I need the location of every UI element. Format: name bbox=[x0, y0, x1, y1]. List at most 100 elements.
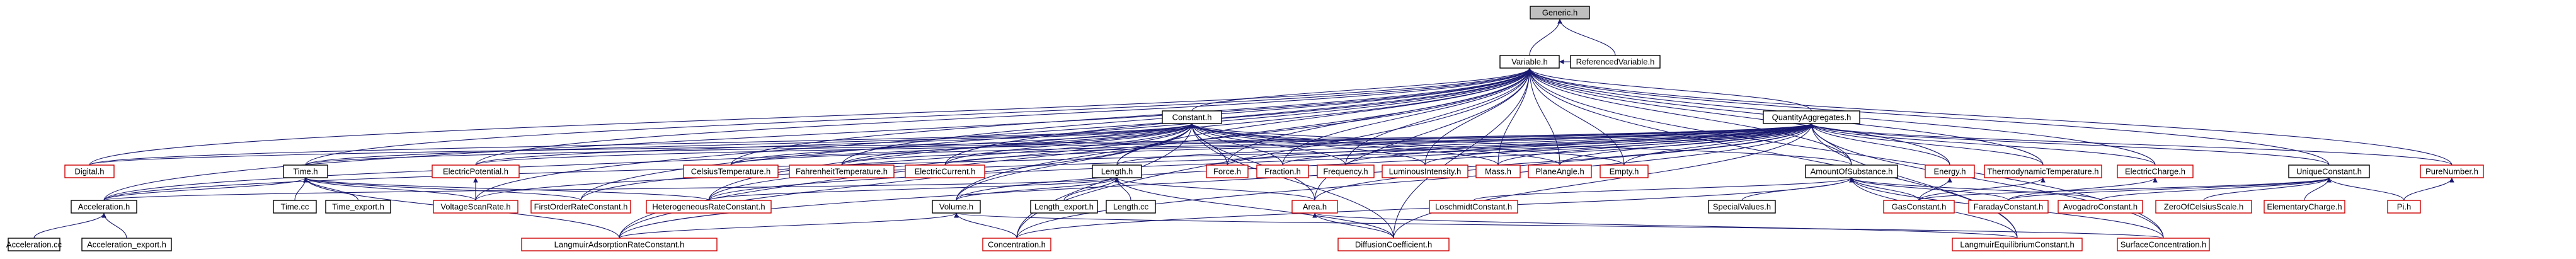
edge-celsius-to-qagg bbox=[730, 123, 1814, 166]
node-length-export-h[interactable]: Length_export.h bbox=[1030, 200, 1098, 214]
node-length-h[interactable]: Length.h bbox=[1092, 164, 1142, 178]
node-box bbox=[2264, 200, 2345, 214]
node-faradayconstant-h[interactable]: FaradayConstant.h bbox=[1968, 200, 2049, 214]
edge-pi-to-unique bbox=[2327, 177, 2405, 201]
node-acceleration-h[interactable]: Acceleration.h bbox=[71, 200, 137, 214]
edge-amount-to-variable bbox=[1527, 67, 1852, 166]
node-fahrenheittemperature-h[interactable]: FahrenheitTemperature.h bbox=[789, 164, 895, 178]
edge-area-to-length bbox=[1114, 177, 1315, 201]
node-langmuiradsorptionrateconstant-h[interactable]: LangmuirAdsorptionRateConstant.h bbox=[521, 238, 718, 251]
node-digital-h[interactable]: Digital.h bbox=[64, 164, 115, 178]
node-time-export-h[interactable]: Time_export.h bbox=[325, 200, 391, 214]
node-elementarycharge-h[interactable]: ElementaryCharge.h bbox=[2264, 200, 2345, 214]
node-label: DiffusionCoefficient.h bbox=[1355, 239, 1432, 249]
node-box bbox=[2155, 200, 2252, 214]
node-variable-h[interactable]: Variable.h bbox=[1499, 55, 1560, 69]
node-amountofsubstance-h[interactable]: AmountOfSubstance.h bbox=[1805, 164, 1898, 178]
node-box bbox=[646, 200, 772, 214]
edge-firstorder-to-constant bbox=[580, 123, 1194, 201]
node-pi-h[interactable]: Pi.h bbox=[2387, 200, 2421, 214]
edge-vscan-to-qagg bbox=[475, 123, 1814, 201]
node-box bbox=[982, 238, 1051, 251]
node-label: Variable.h bbox=[1511, 57, 1548, 66]
node-langmuirequilibriumconstant-h[interactable]: LangmuirEquilibriumConstant.h bbox=[1952, 238, 2083, 251]
edge-mass-to-constant bbox=[1189, 123, 1499, 166]
edge-surfconc-to-volume bbox=[954, 212, 2164, 239]
node-label: Acceleration.cc bbox=[6, 239, 62, 249]
node-box bbox=[683, 164, 779, 178]
node-firstorderrateconstant-h[interactable]: FirstOrderRateConstant.h bbox=[530, 200, 631, 214]
edge-time-to-constant bbox=[305, 123, 1194, 166]
node-length-cc[interactable]: Length.cc bbox=[1106, 200, 1156, 214]
node-box bbox=[1805, 164, 1898, 178]
node-acceleration-export-h[interactable]: Acceleration_export.h bbox=[81, 238, 172, 251]
edge-ecurrent-to-constant bbox=[944, 123, 1194, 166]
node-area-h[interactable]: Area.h bbox=[1291, 200, 1338, 214]
node-surfaceconcentration-h[interactable]: SurfaceConcentration.h bbox=[2117, 238, 2210, 251]
node-diffusioncoefficient-h[interactable]: DiffusionCoefficient.h bbox=[1337, 238, 1450, 251]
node-electriccharge-h[interactable]: ElectricCharge.h bbox=[2117, 164, 2194, 178]
node-time-h[interactable]: Time.h bbox=[283, 164, 328, 178]
node-box bbox=[1206, 164, 1249, 178]
node-box bbox=[1256, 164, 1309, 178]
edge-diffusion-to-length bbox=[1114, 177, 1394, 239]
edge-zerocelsius-to-unique bbox=[2203, 177, 2332, 201]
node-electriccurrent-h[interactable]: ElectricCurrent.h bbox=[905, 164, 985, 178]
node-energy-h[interactable]: Energy.h bbox=[1925, 164, 1975, 178]
node-quantityaggregates-h[interactable]: QuantityAggregates.h bbox=[1763, 110, 1860, 124]
edge-vscan-to-time bbox=[303, 177, 476, 201]
node-label: Force.h bbox=[1213, 166, 1241, 176]
node-electricpotential-h[interactable]: ElectricPotential.h bbox=[432, 164, 520, 178]
node-loschmidtconstant-h[interactable]: LoschmidtConstant.h bbox=[1429, 200, 1518, 214]
edge-frequency-to-constant bbox=[1189, 123, 1346, 166]
node-label: Concentration.h bbox=[988, 239, 1046, 249]
edge-amount-to-constant bbox=[1189, 123, 1852, 166]
node-concentration-h[interactable]: Concentration.h bbox=[982, 238, 1051, 251]
edge-purenum-to-qagg bbox=[1809, 123, 2453, 166]
node-luminousintensity-h[interactable]: LuminousIntensity.h bbox=[1382, 164, 1468, 178]
edge-surfconc-to-qagg bbox=[1809, 123, 2164, 239]
node-voltagescanrate-h[interactable]: VoltageScanRate.h bbox=[433, 200, 518, 214]
edge-accel-to-variable bbox=[103, 67, 1532, 201]
edge-area-to-constant bbox=[1189, 123, 1315, 201]
node-time-cc[interactable]: Time.cc bbox=[273, 200, 317, 214]
node-label: ThermodynamicTemperature.h bbox=[1987, 166, 2098, 176]
node-avogadroconstant-h[interactable]: AvogadroConstant.h bbox=[2058, 200, 2143, 214]
node-fraction-h[interactable]: Fraction.h bbox=[1256, 164, 1309, 178]
node-volume-h[interactable]: Volume.h bbox=[932, 200, 981, 214]
edge-energy-to-variable bbox=[1527, 67, 1950, 166]
node-mass-h[interactable]: Mass.h bbox=[1475, 164, 1521, 178]
node-acceleration-cc[interactable]: Acceleration.cc bbox=[6, 238, 62, 251]
node-label: FirstOrderRateConstant.h bbox=[534, 202, 628, 211]
node-box bbox=[71, 200, 137, 214]
node-celsiustemperature-h[interactable]: CelsiusTemperature.h bbox=[683, 164, 779, 178]
node-thermodynamictemperature-h[interactable]: ThermodynamicTemperature.h bbox=[1984, 164, 2102, 178]
node-empty-h[interactable]: Empty.h bbox=[1600, 164, 1649, 178]
node-box bbox=[1337, 238, 1450, 251]
edge-accel-to-qagg bbox=[103, 123, 1814, 201]
node-planeangle-h[interactable]: PlaneAngle.h bbox=[1528, 164, 1592, 178]
node-heterogeneousrateconstant-h[interactable]: HeterogeneousRateConstant.h bbox=[646, 200, 772, 214]
node-specialvalues-h[interactable]: SpecialValues.h bbox=[1708, 200, 1776, 214]
edge-empty-to-constant bbox=[1189, 123, 1625, 166]
edge-langeq-to-qagg bbox=[1809, 123, 2018, 239]
node-frequency-h[interactable]: Frequency.h bbox=[1317, 164, 1375, 178]
node-box bbox=[1475, 164, 1521, 178]
node-generic-h[interactable]: Generic.h bbox=[1530, 6, 1590, 20]
edge-mass-to-variable bbox=[1497, 67, 1532, 166]
node-uniqueconstant-h[interactable]: UniqueConstant.h bbox=[2288, 164, 2370, 178]
edge-faraday-to-amount bbox=[1849, 177, 2009, 201]
node-referencedvariable-h[interactable]: ReferencedVariable.h bbox=[1570, 55, 1661, 69]
node-box bbox=[1030, 200, 1098, 214]
node-force-h[interactable]: Force.h bbox=[1206, 164, 1249, 178]
node-zeroofcelsiusscale-h[interactable]: ZeroOfCelsiusScale.h bbox=[2155, 200, 2252, 214]
edge-epot-to-variable bbox=[475, 67, 1532, 166]
node-label: LangmuirEquilibriumConstant.h bbox=[1960, 239, 2074, 249]
node-box bbox=[1499, 55, 1560, 69]
node-constant-h[interactable]: Constant.h bbox=[1162, 110, 1222, 124]
node-label: HeterogeneousRateConstant.h bbox=[652, 202, 765, 211]
node-gasconstant-h[interactable]: GasConstant.h bbox=[1883, 200, 1955, 214]
node-label: Frequency.h bbox=[1323, 166, 1368, 176]
node-purenumber-h[interactable]: PureNumber.h bbox=[2420, 164, 2484, 178]
